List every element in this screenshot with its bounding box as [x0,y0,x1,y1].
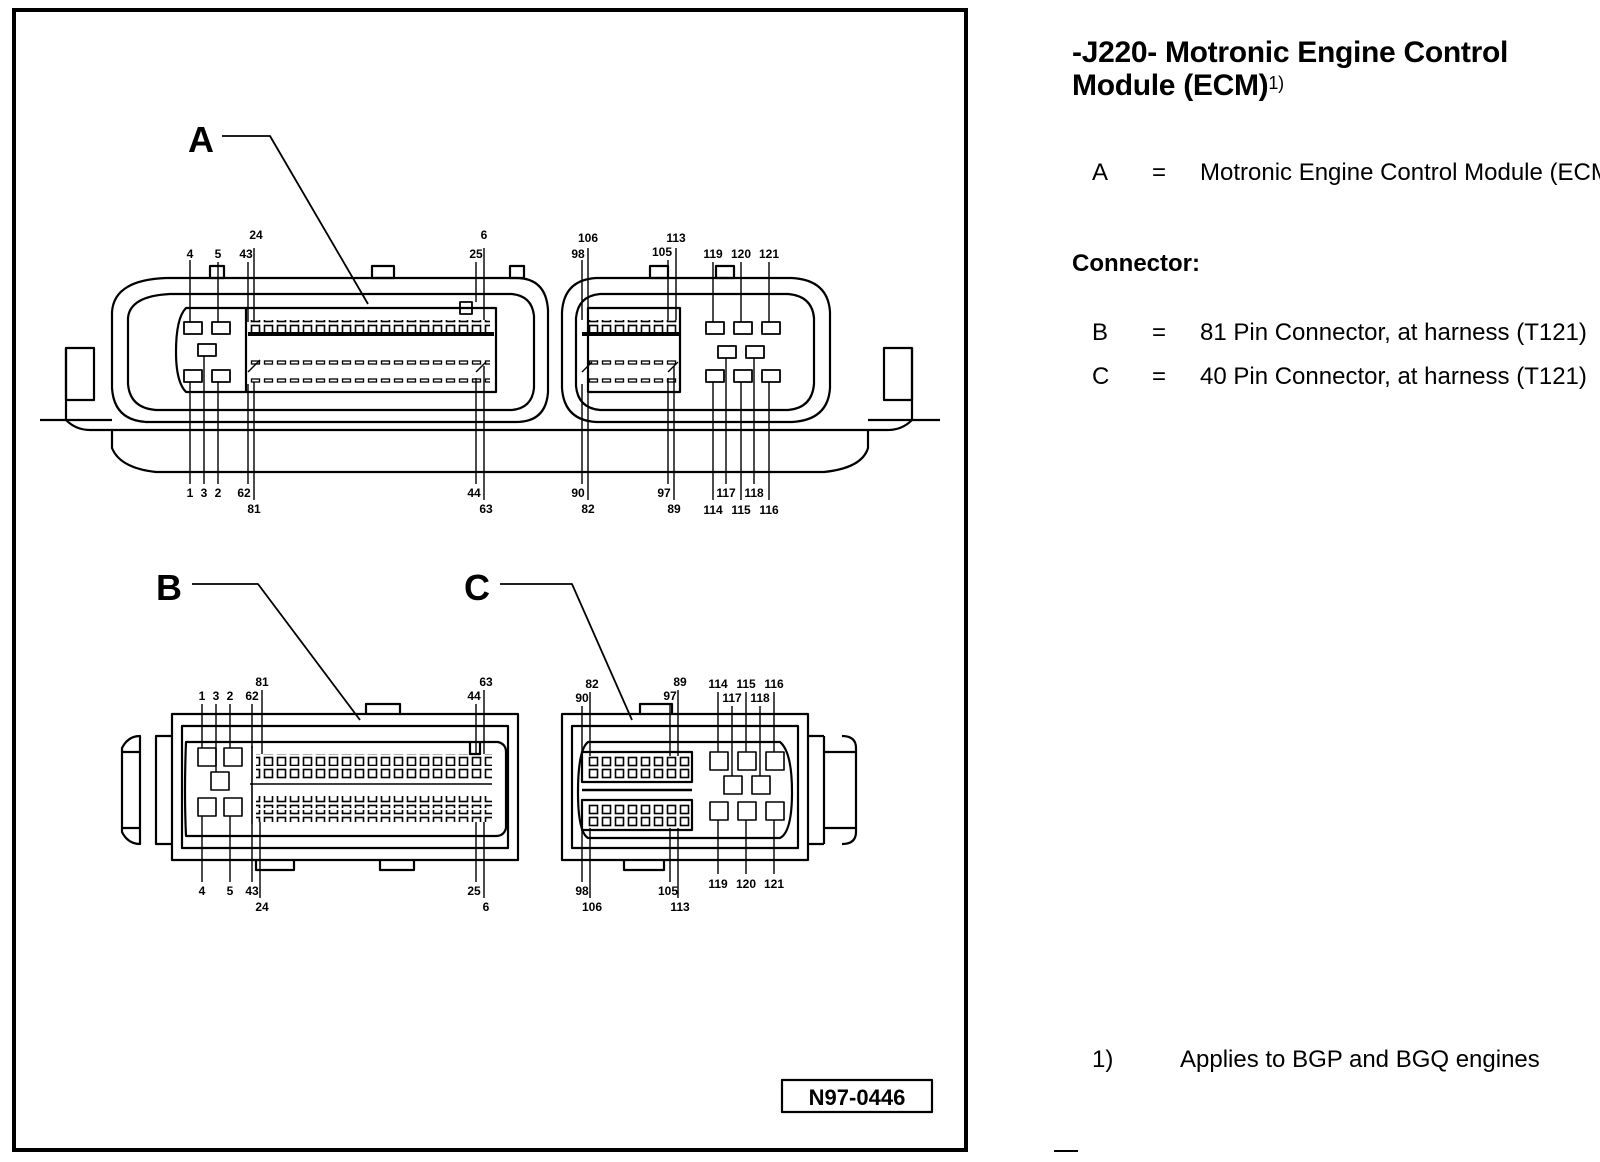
pin-label: 82 [585,677,599,691]
pin-label: 97 [657,486,671,500]
pin-label: 90 [575,691,589,705]
pin-label: 106 [582,900,602,914]
figure-id-box [780,1078,934,1114]
callout-a-leader [222,135,369,305]
pin-label: 43 [245,884,259,898]
pin-label: 81 [255,675,269,689]
pin-label: 115 [731,503,751,517]
pin-label: 2 [215,486,222,500]
legend-equals: = [1152,319,1167,346]
page-rule [1054,1150,1078,1152]
pin-label: 62 [237,486,251,500]
legend-equals: = [1152,363,1167,390]
ecm-module-a [40,264,940,474]
pin-label: 105 [658,884,678,898]
pin-label: 24 [249,228,263,242]
pin-label: 43 [239,247,253,261]
pin-label: 1 [199,689,206,703]
pin-label: 81 [247,502,261,516]
pin-label: 4 [199,884,206,898]
callout-a: A [188,119,214,160]
legend-key: C [1092,363,1110,390]
pin-label: 63 [479,502,493,516]
callout-c-leader [500,583,633,721]
pin-label: 1 [187,486,194,500]
pin-label: 44 [467,689,481,703]
pin-label: 98 [571,247,585,261]
legend-text: 40 Pin Connector, at harness (T121) [1200,363,1587,390]
pin-label: 2 [227,689,234,703]
pin-label: 120 [731,247,751,261]
footnote-text: Applies to BGP and BGQ engines [1180,1046,1540,1073]
pin-label: 63 [479,675,493,689]
pin-label: 5 [215,247,222,261]
connector-c [560,702,858,872]
diagram-frame: A B C 4 5 43 24 25 6 98 106 105 113 119 … [12,8,968,1152]
pin-label: 89 [673,675,687,689]
pin-label: 114 [703,503,723,517]
pin-label: 3 [213,689,220,703]
pin-label: 117 [716,486,736,500]
pin-label: 24 [255,900,269,914]
pin-label: 25 [469,247,483,261]
pin-label: 25 [467,884,481,898]
pin-label: 120 [736,877,756,891]
pin-label: 113 [670,900,690,914]
figure-id: N97-0446 [809,1085,906,1110]
legend-text: Motronic Engine Control Module (ECM) [1200,159,1600,186]
pin-label: 105 [652,245,672,259]
pin-label: 118 [750,691,770,705]
connector-b [120,702,520,872]
pin-label: 6 [481,228,488,242]
pin-label: 6 [483,900,490,914]
pin-label: 5 [227,884,234,898]
pin-label: 97 [663,689,677,703]
pin-label: 44 [467,486,481,500]
pin-label: 98 [575,884,589,898]
pin-label: 90 [571,486,585,500]
legend-key: A [1092,159,1109,186]
pin-label: 113 [666,231,686,245]
legend-panel: -J220- Motronic Engine Control Module (E… [1072,36,1592,102]
page-title: -J220- Motronic Engine Control Module (E… [1072,36,1592,102]
pin-label: 118 [744,486,764,500]
callout-c: C [464,567,490,608]
pin-label: 114 [708,677,728,691]
pin-label: 106 [578,231,598,245]
legend-text: 81 Pin Connector, at harness (T121) [1200,319,1587,346]
pin-label: 121 [764,877,784,891]
pin-label: 4 [187,247,194,261]
title-text: -J220- Motronic Engine Control Module (E… [1072,36,1509,102]
pin-label: 116 [764,677,784,691]
callout-b-leader [192,583,361,721]
callout-b: B [156,567,182,608]
pin-label: 82 [581,502,595,516]
connector-heading: Connector: [1072,250,1200,277]
pin-label: 121 [759,247,779,261]
legend-key: B [1092,319,1109,346]
pin-label: 62 [245,689,259,703]
pin-label: 119 [708,877,728,891]
pin-label: 89 [667,502,681,516]
title-footnote-marker: 1) [1268,73,1284,93]
legend-equals: = [1152,159,1167,186]
ecm-connector-diagram: A B C 4 5 43 24 25 6 98 106 105 113 119 … [40,119,940,1114]
pin-label: 3 [201,486,208,500]
pin-label: 119 [703,247,723,261]
footnote-marker: 1) [1092,1046,1114,1073]
pin-label: 117 [722,691,742,705]
pin-label: 115 [736,677,756,691]
pin-label: 116 [759,503,779,517]
